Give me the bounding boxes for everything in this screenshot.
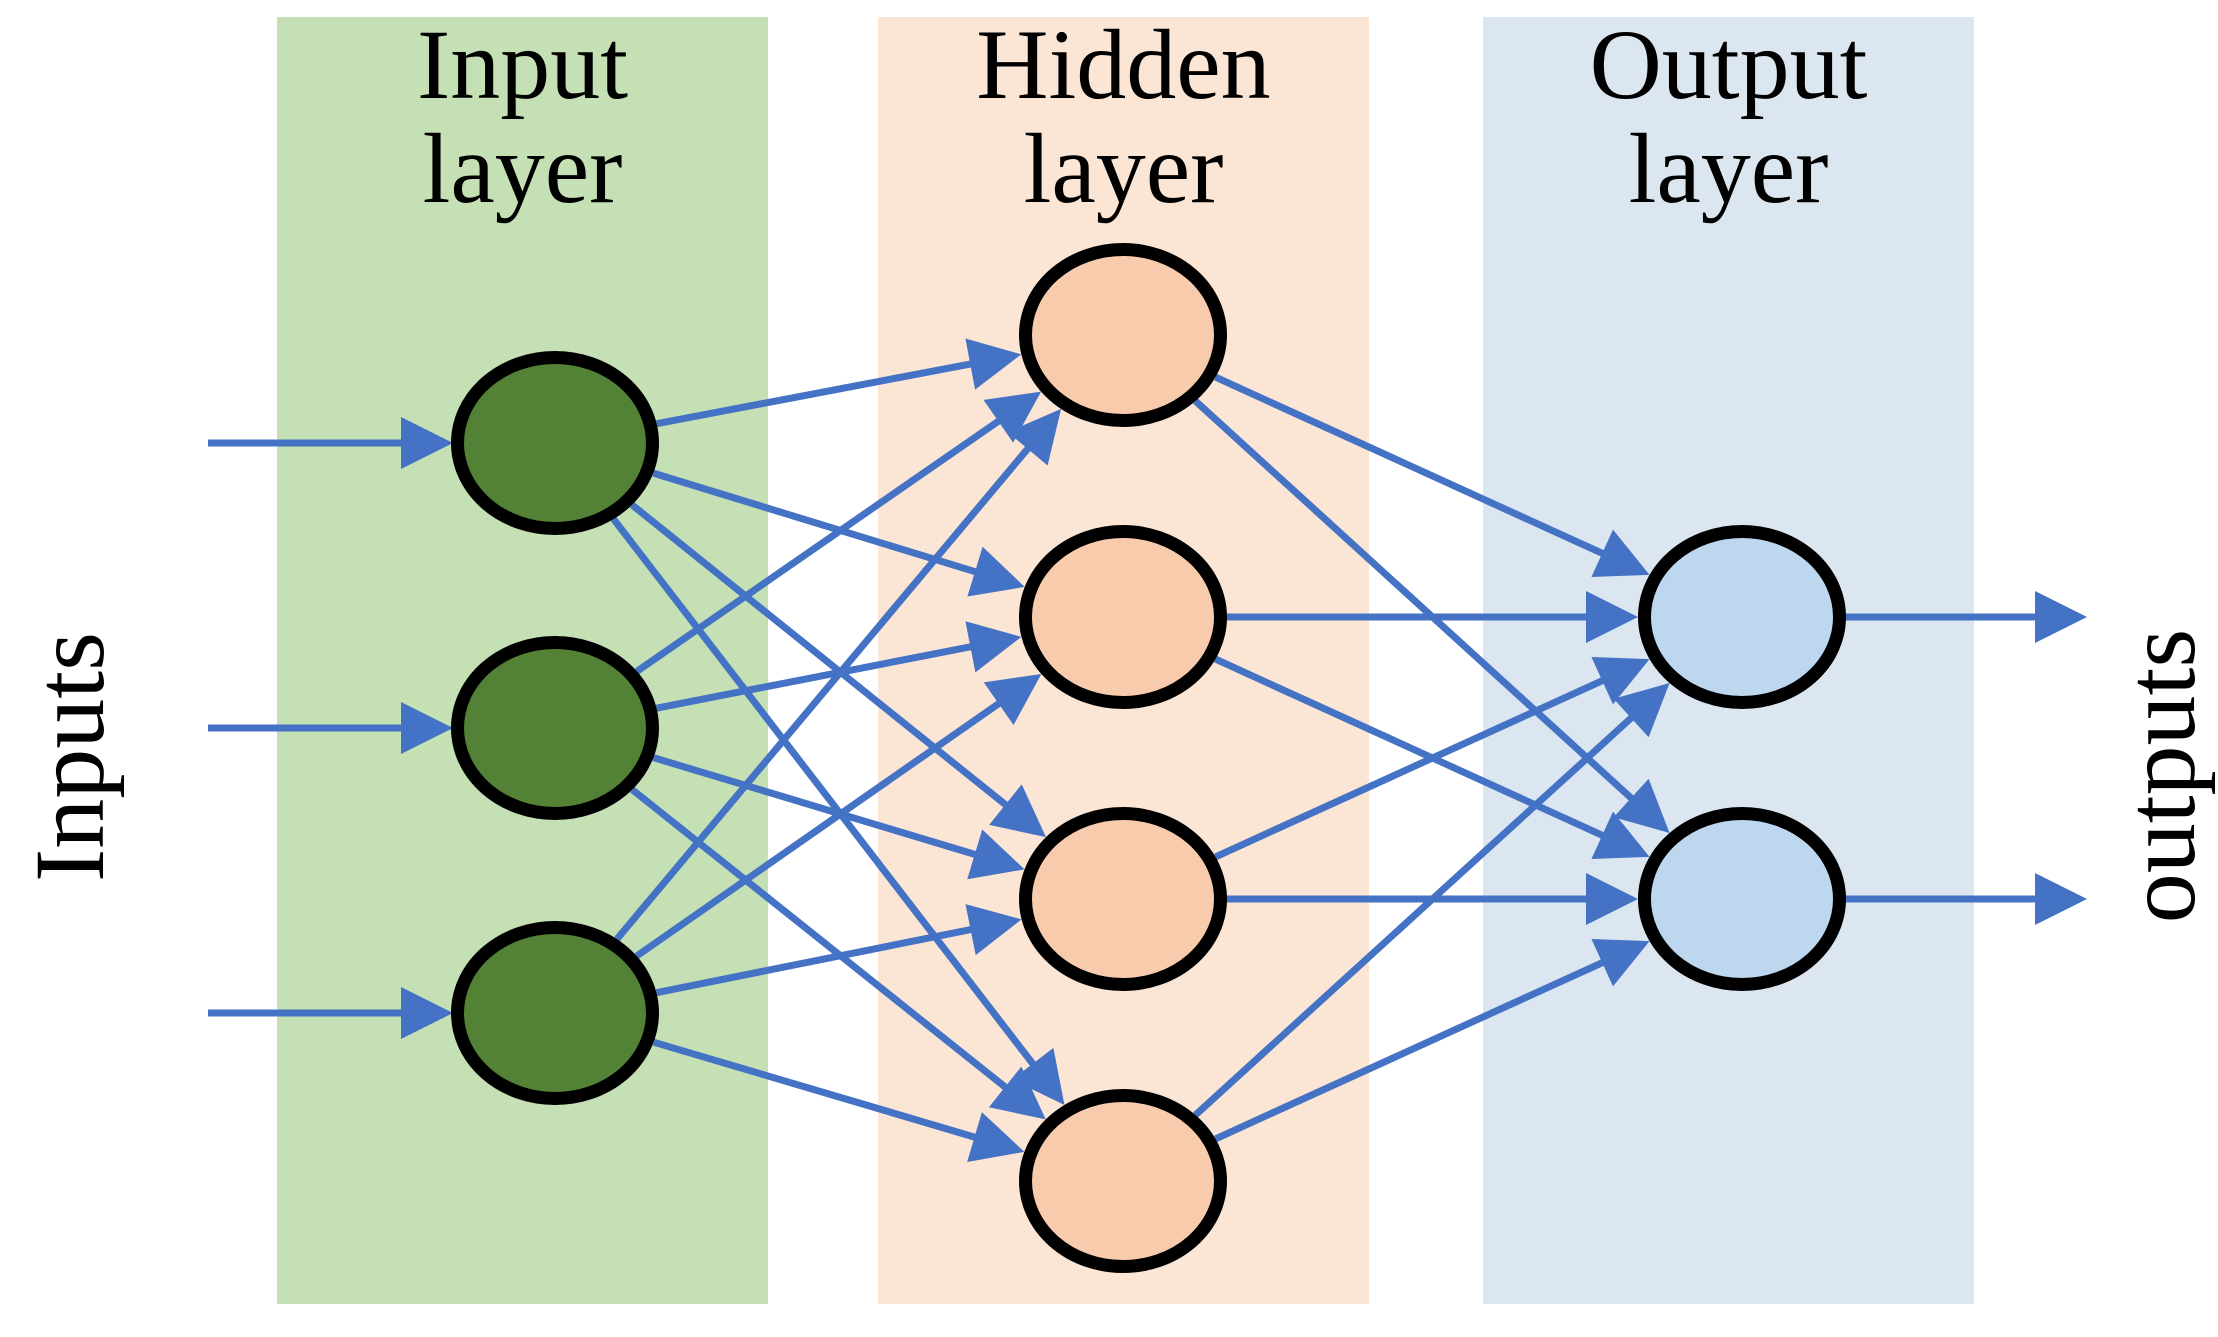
input-layer-label-line-2: layer <box>423 113 623 224</box>
hidden-layer-label-line-1: Hidden <box>976 9 1270 120</box>
edge-hidden-1-output-1-head <box>1591 529 1650 577</box>
hidden-node-2 <box>1019 525 1227 709</box>
edge-input-2-hidden-4-head <box>988 1066 1046 1120</box>
edge-hidden-4-output-1-head <box>1613 683 1670 738</box>
edge-input-1-hidden-4-line <box>610 516 1038 1070</box>
edge-hidden-2-output-1-head <box>1586 591 1638 643</box>
edge-input-3-hidden-4-head <box>967 1112 1025 1163</box>
edge-input-1-hidden-4-head <box>1012 1047 1065 1105</box>
edge-input-2-hidden-4-line <box>630 786 1011 1093</box>
edge-hidden-1-output-2-head <box>1613 778 1670 833</box>
edge-hidden-2-output-2-line <box>1214 655 1608 841</box>
hidden-node-1 <box>1019 243 1227 427</box>
edge-input-1-hidden-1-head <box>965 338 1022 390</box>
edge-hidden-3-output-2-head <box>1586 873 1638 925</box>
edge-input-1-hidden-3-line <box>629 502 1011 810</box>
edge-input-3-hidden-4-line <box>652 1038 980 1142</box>
edge-input-2-hidden-3-line <box>652 754 980 859</box>
edge-input-2-hidden-3-head <box>967 829 1025 880</box>
edge-hidden-3-output-1-head <box>1591 657 1650 705</box>
output-arrow-2-head <box>2035 873 2087 925</box>
edge-input-2-hidden-1-head <box>983 391 1042 443</box>
edge-input-3-hidden-2-line <box>634 698 1004 959</box>
input-arrow-3-head <box>401 987 453 1039</box>
edge-input-3-hidden-3-head <box>965 904 1022 956</box>
edge-hidden-4-output-2-line <box>1214 957 1608 1143</box>
edge-input-1-hidden-3-head <box>989 784 1046 838</box>
edge-input-2-hidden-2-line <box>655 642 976 712</box>
output-arrow-1-head <box>2035 591 2087 643</box>
hidden-layer-label-line-2: layer <box>1024 113 1224 224</box>
input-node-2 <box>451 636 659 820</box>
hidden-node-3 <box>1019 807 1227 991</box>
edge-input-2-hidden-2-head <box>965 621 1022 673</box>
edge-input-1-hidden-2-head <box>967 546 1025 597</box>
inputs-label: Inputs <box>14 632 125 882</box>
edge-hidden-4-output-1-line <box>1193 712 1637 1118</box>
edge-hidden-1-output-2-line <box>1193 398 1637 804</box>
edge-input-3-hidden-1-head <box>1007 408 1062 466</box>
output-node-1 <box>1638 525 1846 709</box>
input-arrow-2-head <box>401 702 453 754</box>
input-arrow-1-head <box>401 417 453 469</box>
edge-input-3-hidden-1-line <box>614 443 1033 942</box>
edge-input-2-hidden-1-line <box>634 416 1004 675</box>
outputs-label: outputs <box>2105 629 2216 923</box>
edge-hidden-2-output-2-head <box>1591 811 1650 859</box>
input-node-1 <box>451 351 659 535</box>
edge-hidden-4-output-2-head <box>1591 939 1650 987</box>
input-layer-label-line-1: Input <box>417 9 628 120</box>
output-layer-label-line-1: Output <box>1590 9 1868 120</box>
edge-hidden-3-output-1-line <box>1214 675 1608 861</box>
input-node-3 <box>451 921 659 1105</box>
edge-input-3-hidden-3-line <box>655 925 976 997</box>
output-node-2 <box>1638 807 1846 991</box>
edge-input-1-hidden-2-line <box>652 469 980 577</box>
edge-input-3-hidden-2-head <box>983 673 1042 726</box>
edge-input-1-hidden-1-line <box>656 359 975 428</box>
output-layer-label-line-2: layer <box>1629 113 1829 224</box>
edge-hidden-1-output-1-line <box>1214 373 1608 559</box>
hidden-node-4 <box>1019 1089 1227 1273</box>
